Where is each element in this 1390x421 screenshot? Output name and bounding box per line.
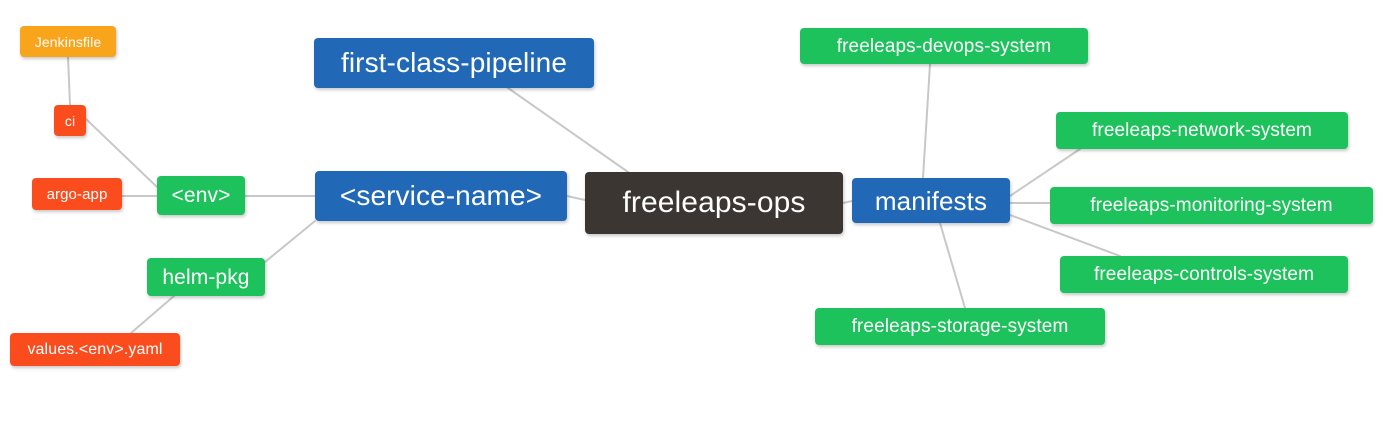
node-label: manifests <box>874 185 988 216</box>
node-label: Jenkinsfile <box>34 33 102 50</box>
node-label: ci <box>64 112 76 129</box>
node-helm-pkg[interactable]: helm-pkg <box>147 258 265 296</box>
node-label: helm-pkg <box>162 265 250 289</box>
node-freeleaps-network-system[interactable]: freeleaps-network-system <box>1056 112 1348 149</box>
node-label: freeleaps-ops <box>622 186 806 219</box>
edge-jenkinsfile-to-ci <box>67 56 71 106</box>
node-label: freeleaps-storage-system <box>851 316 1069 337</box>
node-label: <env> <box>171 184 231 207</box>
node-service-name[interactable]: <service-name> <box>315 171 567 221</box>
node-label: freeleaps-devops-system <box>836 35 1052 57</box>
node-manifests[interactable]: manifests <box>852 178 1010 223</box>
node-freeleaps-devops-system[interactable]: freeleaps-devops-system <box>800 28 1088 64</box>
node-label: values.<env>.yaml <box>27 340 163 358</box>
node-freeleaps-storage-system[interactable]: freeleaps-storage-system <box>815 308 1105 345</box>
edge-freeleaps-ops-to-manifests <box>842 200 853 204</box>
edge-helm-pkg-to-values-yaml <box>130 295 175 334</box>
node-ci[interactable]: ci <box>54 105 86 136</box>
edge-manifests-to-freeleaps-devops-system <box>922 63 931 179</box>
node-first-class-pipeline[interactable]: first-class-pipeline <box>314 38 594 88</box>
node-freeleaps-controls-system[interactable]: freeleaps-controls-system <box>1060 256 1348 293</box>
node-label: <service-name> <box>339 180 543 211</box>
edge-service-name-to-helm-pkg <box>264 220 316 263</box>
node-argo-app[interactable]: argo-app <box>32 178 122 210</box>
node-freeleaps-ops[interactable]: freeleaps-ops <box>585 172 843 234</box>
node-freeleaps-monitoring-system[interactable]: freeleaps-monitoring-system <box>1050 187 1373 224</box>
node-env[interactable]: <env> <box>157 176 245 215</box>
node-values-yaml[interactable]: values.<env>.yaml <box>10 333 180 366</box>
node-label: argo-app <box>46 185 108 203</box>
node-label: freeleaps-controls-system <box>1093 264 1315 285</box>
node-jenkinsfile[interactable]: Jenkinsfile <box>20 26 116 57</box>
edge-first-class-pipeline-to-freeleaps-ops <box>507 87 629 173</box>
node-label: first-class-pipeline <box>340 47 568 78</box>
node-label: freeleaps-network-system <box>1092 120 1312 141</box>
node-label: freeleaps-monitoring-system <box>1090 195 1333 216</box>
edge-ci-to-env <box>85 118 158 188</box>
edge-manifests-to-freeleaps-storage-system <box>939 222 966 309</box>
edge-service-name-to-freeleaps-ops <box>566 195 586 201</box>
